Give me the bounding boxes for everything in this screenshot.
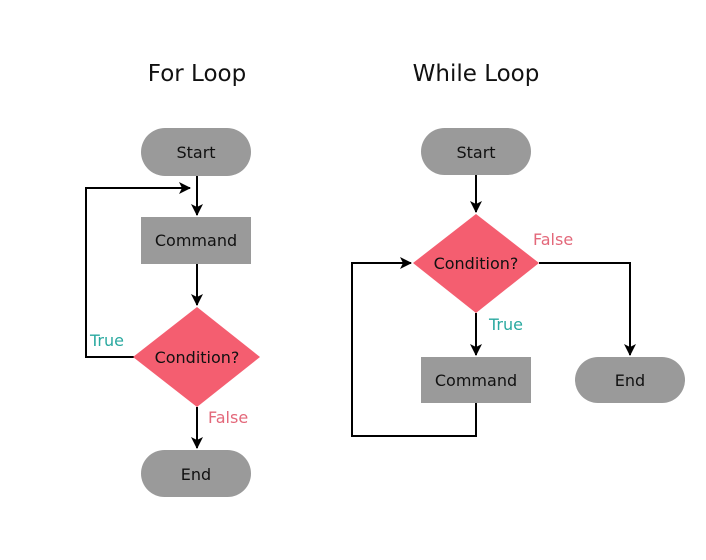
for-start-node[interactable]: Start — [141, 128, 251, 176]
while-condition-node[interactable]: Condition? — [413, 214, 539, 313]
edge-command-loop-back — [351, 257, 477, 437]
node-label: Command — [155, 231, 237, 250]
node-label: Command — [435, 371, 517, 390]
process-shape — [421, 357, 531, 403]
node-label: Condition? — [434, 254, 519, 273]
decision-shape — [133, 307, 260, 407]
node-label: Start — [176, 143, 215, 162]
edge-condition-false-to-end — [539, 262, 636, 356]
edge-condition-true-loop-back — [85, 182, 191, 358]
while-end-node[interactable]: End — [575, 357, 685, 403]
while-true-label: True — [488, 315, 523, 334]
for-condition-node[interactable]: Condition? — [133, 307, 260, 407]
for-command-node[interactable]: Command — [141, 217, 251, 264]
while-loop-title: While Loop — [413, 61, 540, 87]
node-label: End — [181, 465, 211, 484]
node-label: End — [615, 371, 645, 390]
while-command-node[interactable]: Command — [421, 357, 531, 403]
terminal-shape — [141, 128, 251, 176]
node-label: Start — [456, 143, 495, 162]
for-true-label: True — [89, 331, 124, 350]
decision-shape — [413, 214, 539, 313]
for-loop-title: For Loop — [148, 61, 246, 87]
while-false-label: False — [533, 230, 573, 249]
while-loop-diagram: While Loop Start Condition? Command End … — [351, 61, 685, 437]
while-start-node[interactable]: Start — [421, 128, 531, 175]
for-end-node[interactable]: End — [141, 450, 251, 497]
process-shape — [141, 217, 251, 264]
terminal-shape — [575, 357, 685, 403]
terminal-shape — [421, 128, 531, 175]
terminal-shape — [141, 450, 251, 497]
node-label: Condition? — [155, 348, 240, 367]
for-false-label: False — [208, 408, 248, 427]
for-loop-diagram: For Loop Start Command Condition? End Tr… — [85, 61, 260, 497]
